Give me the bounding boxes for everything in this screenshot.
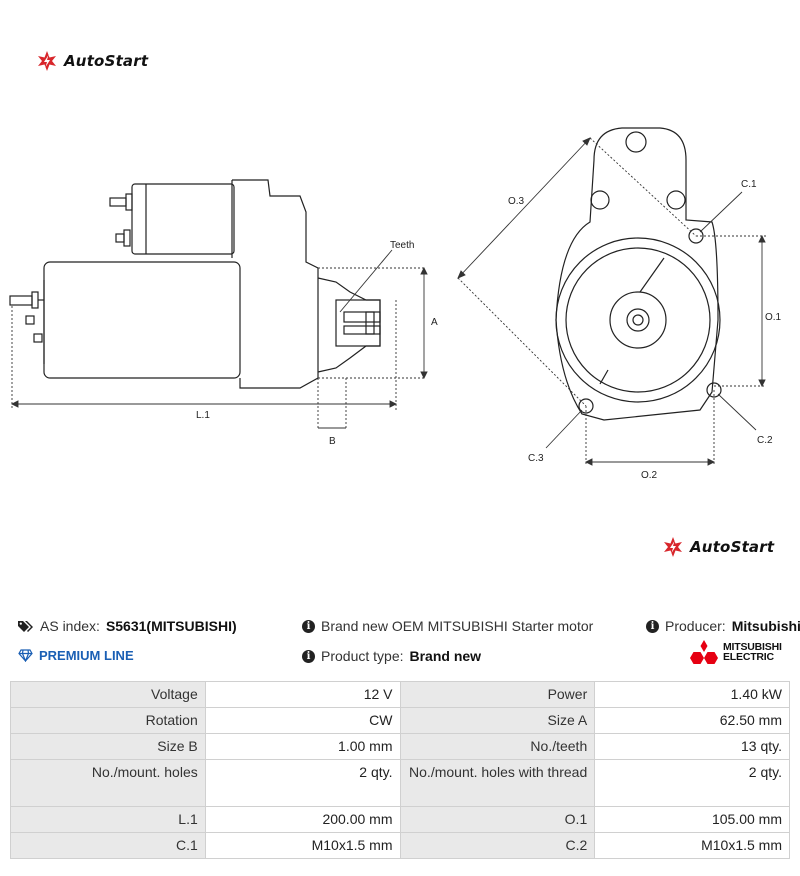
spec-value: 12 V	[204, 681, 401, 708]
spec-label: C.2	[399, 832, 596, 859]
premium-line: PREMIUM LINE	[18, 648, 134, 663]
label-l1: L.1	[196, 410, 210, 421]
spec-value: CW	[204, 707, 401, 734]
label-a: A	[431, 317, 438, 328]
spec-value: 2 qty.	[204, 759, 401, 807]
label-c3: C.3	[528, 453, 544, 464]
table-row: Voltage 12 V Power 1.40 kW	[10, 681, 790, 708]
autostart-logo-text: AutoStart	[64, 52, 149, 70]
table-row: No./mount. holes 2 qty. No./mount. holes…	[10, 759, 790, 807]
tags-icon	[18, 620, 33, 632]
label-o1: O.1	[765, 312, 782, 323]
info-icon: i	[646, 619, 659, 633]
table-row: Size B 1.00 mm No./teeth 13 qty.	[10, 733, 790, 760]
spec-value: 13 qty.	[594, 733, 790, 760]
brand-new-info: i Brand new OEM MITSUBISHI Starter motor	[302, 618, 593, 634]
autostart-logo-icon	[664, 537, 682, 557]
spec-label: O.1	[399, 806, 596, 833]
autostart-logo-text: AutoStart	[690, 538, 775, 556]
producer-label: Producer:	[665, 618, 726, 634]
info-icon: i	[302, 619, 315, 633]
premium-line-text: PREMIUM LINE	[39, 648, 134, 663]
spec-value: M10x1.5 mm	[204, 832, 401, 859]
table-row: L.1 200.00 mm O.1 105.00 mm	[10, 806, 790, 833]
spec-label: L.1	[10, 806, 206, 833]
mitsubishi-logo-line2: ELECTRIC	[723, 651, 774, 663]
label-b: B	[329, 436, 336, 447]
product-type-info: i Product type: Brand new	[302, 648, 481, 664]
product-type-value: Brand new	[409, 648, 482, 664]
mitsubishi-diamonds-icon	[690, 640, 718, 664]
mitsubishi-logo-line1: MITSUBISHI	[723, 641, 782, 653]
producer-info: i Producer: Mitsubishi	[646, 618, 800, 634]
autostart-logo-secondary: AutoStart	[662, 536, 774, 558]
spec-label: Voltage	[10, 681, 206, 708]
label-c1: C.1	[741, 179, 757, 190]
specifications-table: Voltage 12 V Power 1.40 kW Rotation CW S…	[10, 681, 790, 859]
spec-label: Size A	[399, 707, 596, 734]
label-teeth: Teeth	[390, 240, 414, 251]
product-type-label: Product type:	[321, 648, 404, 664]
spec-label: C.1	[10, 832, 206, 859]
as-index-value: S5631(MITSUBISHI)	[105, 618, 237, 634]
spec-value: 105.00 mm	[594, 806, 790, 833]
spec-value: 1.00 mm	[204, 733, 401, 760]
spec-value: 1.40 kW	[594, 681, 790, 708]
brand-new-text: Brand new OEM MITSUBISHI Starter motor	[321, 618, 594, 634]
spec-label: No./mount. holes with thread	[399, 759, 596, 807]
table-row: C.1 M10x1.5 mm C.2 M10x1.5 mm	[10, 832, 790, 859]
label-o2: O.2	[641, 470, 658, 481]
label-c2: C.2	[757, 435, 773, 446]
label-o3: O.3	[508, 196, 525, 207]
autostart-logo: AutoStart	[36, 50, 148, 72]
spec-value: M10x1.5 mm	[594, 832, 790, 859]
table-row: Rotation CW Size A 62.50 mm	[10, 707, 790, 734]
spec-value: 62.50 mm	[594, 707, 790, 734]
autostart-logo-icon	[38, 51, 56, 71]
producer-value: Mitsubishi	[731, 618, 800, 634]
spec-value: 200.00 mm	[204, 806, 401, 833]
as-index-label: AS index:	[40, 618, 100, 634]
as-index: AS index: S5631(MITSUBISHI)	[18, 618, 237, 634]
spec-label: Size B	[10, 733, 206, 760]
spec-label: No./teeth	[399, 733, 596, 760]
mitsubishi-electric-logo: MITSUBISHI ELECTRIC	[689, 640, 782, 664]
spec-label: Power	[399, 681, 596, 708]
spec-label: Rotation	[10, 707, 206, 734]
diamond-icon	[18, 649, 33, 662]
starter-motor-technical-drawing: Teeth A B L.1 O.1 O.2 O.3 C.1 C.2 C.3	[9, 127, 782, 481]
info-icon: i	[302, 649, 315, 663]
spec-label: No./mount. holes	[10, 759, 206, 807]
spec-value: 2 qty.	[594, 759, 790, 807]
